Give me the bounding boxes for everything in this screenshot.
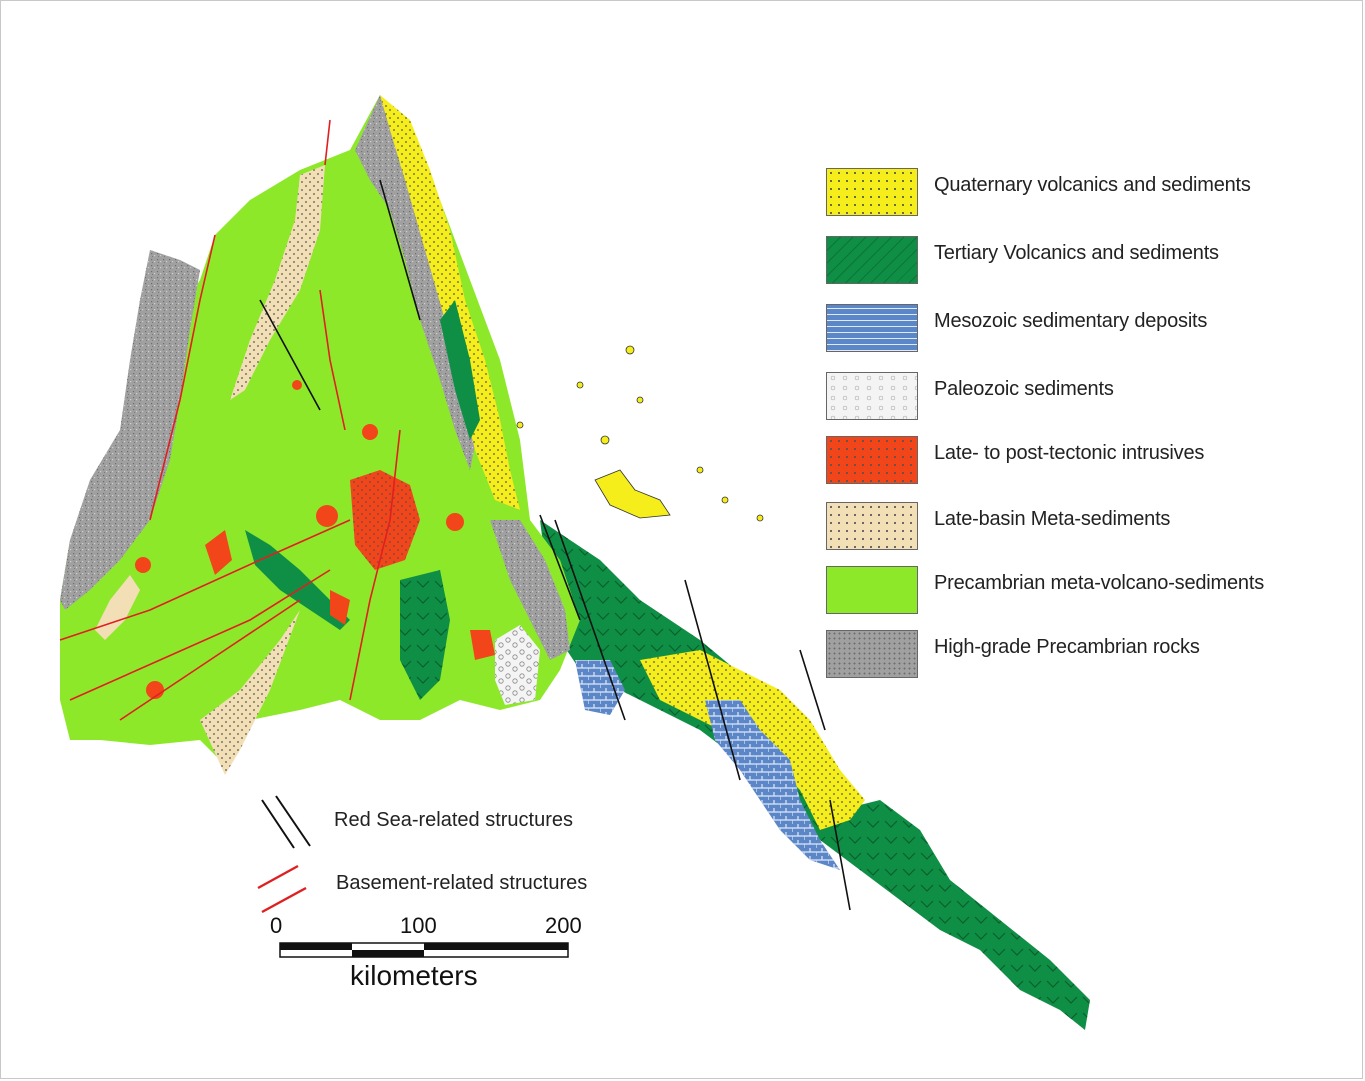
scale-tick-200: 200	[545, 913, 582, 938]
legend-label: Late-basin Meta-sediments	[934, 508, 1171, 530]
legend-swatch	[826, 566, 918, 614]
legend-item: Late-basin Meta-sediments	[826, 502, 1326, 556]
scale-tick-0: 0	[270, 913, 283, 938]
legend-item: Paleozoic sediments	[826, 372, 1326, 426]
basement-structures-symbol	[257, 864, 307, 914]
legend-item: Quaternary volcanics and sediments	[826, 168, 1326, 222]
basement-structures-label: Basement-related structures	[336, 872, 588, 894]
legend-item: Precambrian meta-volcano-sediments	[826, 566, 1326, 620]
redsea-structures-label: Red Sea-related structures	[334, 809, 574, 831]
scale-tick-100: 100	[400, 913, 437, 938]
scale-unit-label: kilometers	[350, 960, 478, 991]
legend-swatch	[826, 436, 918, 484]
legend-swatch	[826, 502, 918, 550]
scale-bar-graphic	[279, 942, 569, 958]
redsea-structures	[259, 179, 851, 911]
legend-item: Mesozoic sedimentary deposits	[826, 304, 1326, 358]
legend-item: Tertiary Volcanics and sediments	[826, 236, 1326, 290]
legend-item: Late- to post-tectonic intrusives	[826, 436, 1326, 490]
legend-item: High-grade Precambrian rocks	[826, 630, 1326, 684]
legend-label: Paleozoic sediments	[934, 378, 1114, 400]
redsea-structures-symbol	[261, 795, 311, 849]
legend-label: High-grade Precambrian rocks	[934, 636, 1200, 658]
legend-label: Late- to post-tectonic intrusives	[934, 442, 1205, 464]
legend-label: Tertiary Volcanics and sediments	[934, 242, 1219, 264]
unit-islands	[516, 345, 764, 522]
legend-label: Precambrian meta-volcano-sediments	[934, 572, 1265, 594]
legend-swatch	[826, 630, 918, 678]
legend-label: Quaternary volcanics and sediments	[934, 174, 1251, 196]
basement-structures	[59, 119, 401, 721]
legend-swatch	[826, 236, 918, 284]
legend-swatch	[826, 372, 918, 420]
legend-swatch	[826, 168, 918, 216]
legend-label: Mesozoic sedimentary deposits	[934, 310, 1208, 332]
legend-swatch	[826, 304, 918, 352]
